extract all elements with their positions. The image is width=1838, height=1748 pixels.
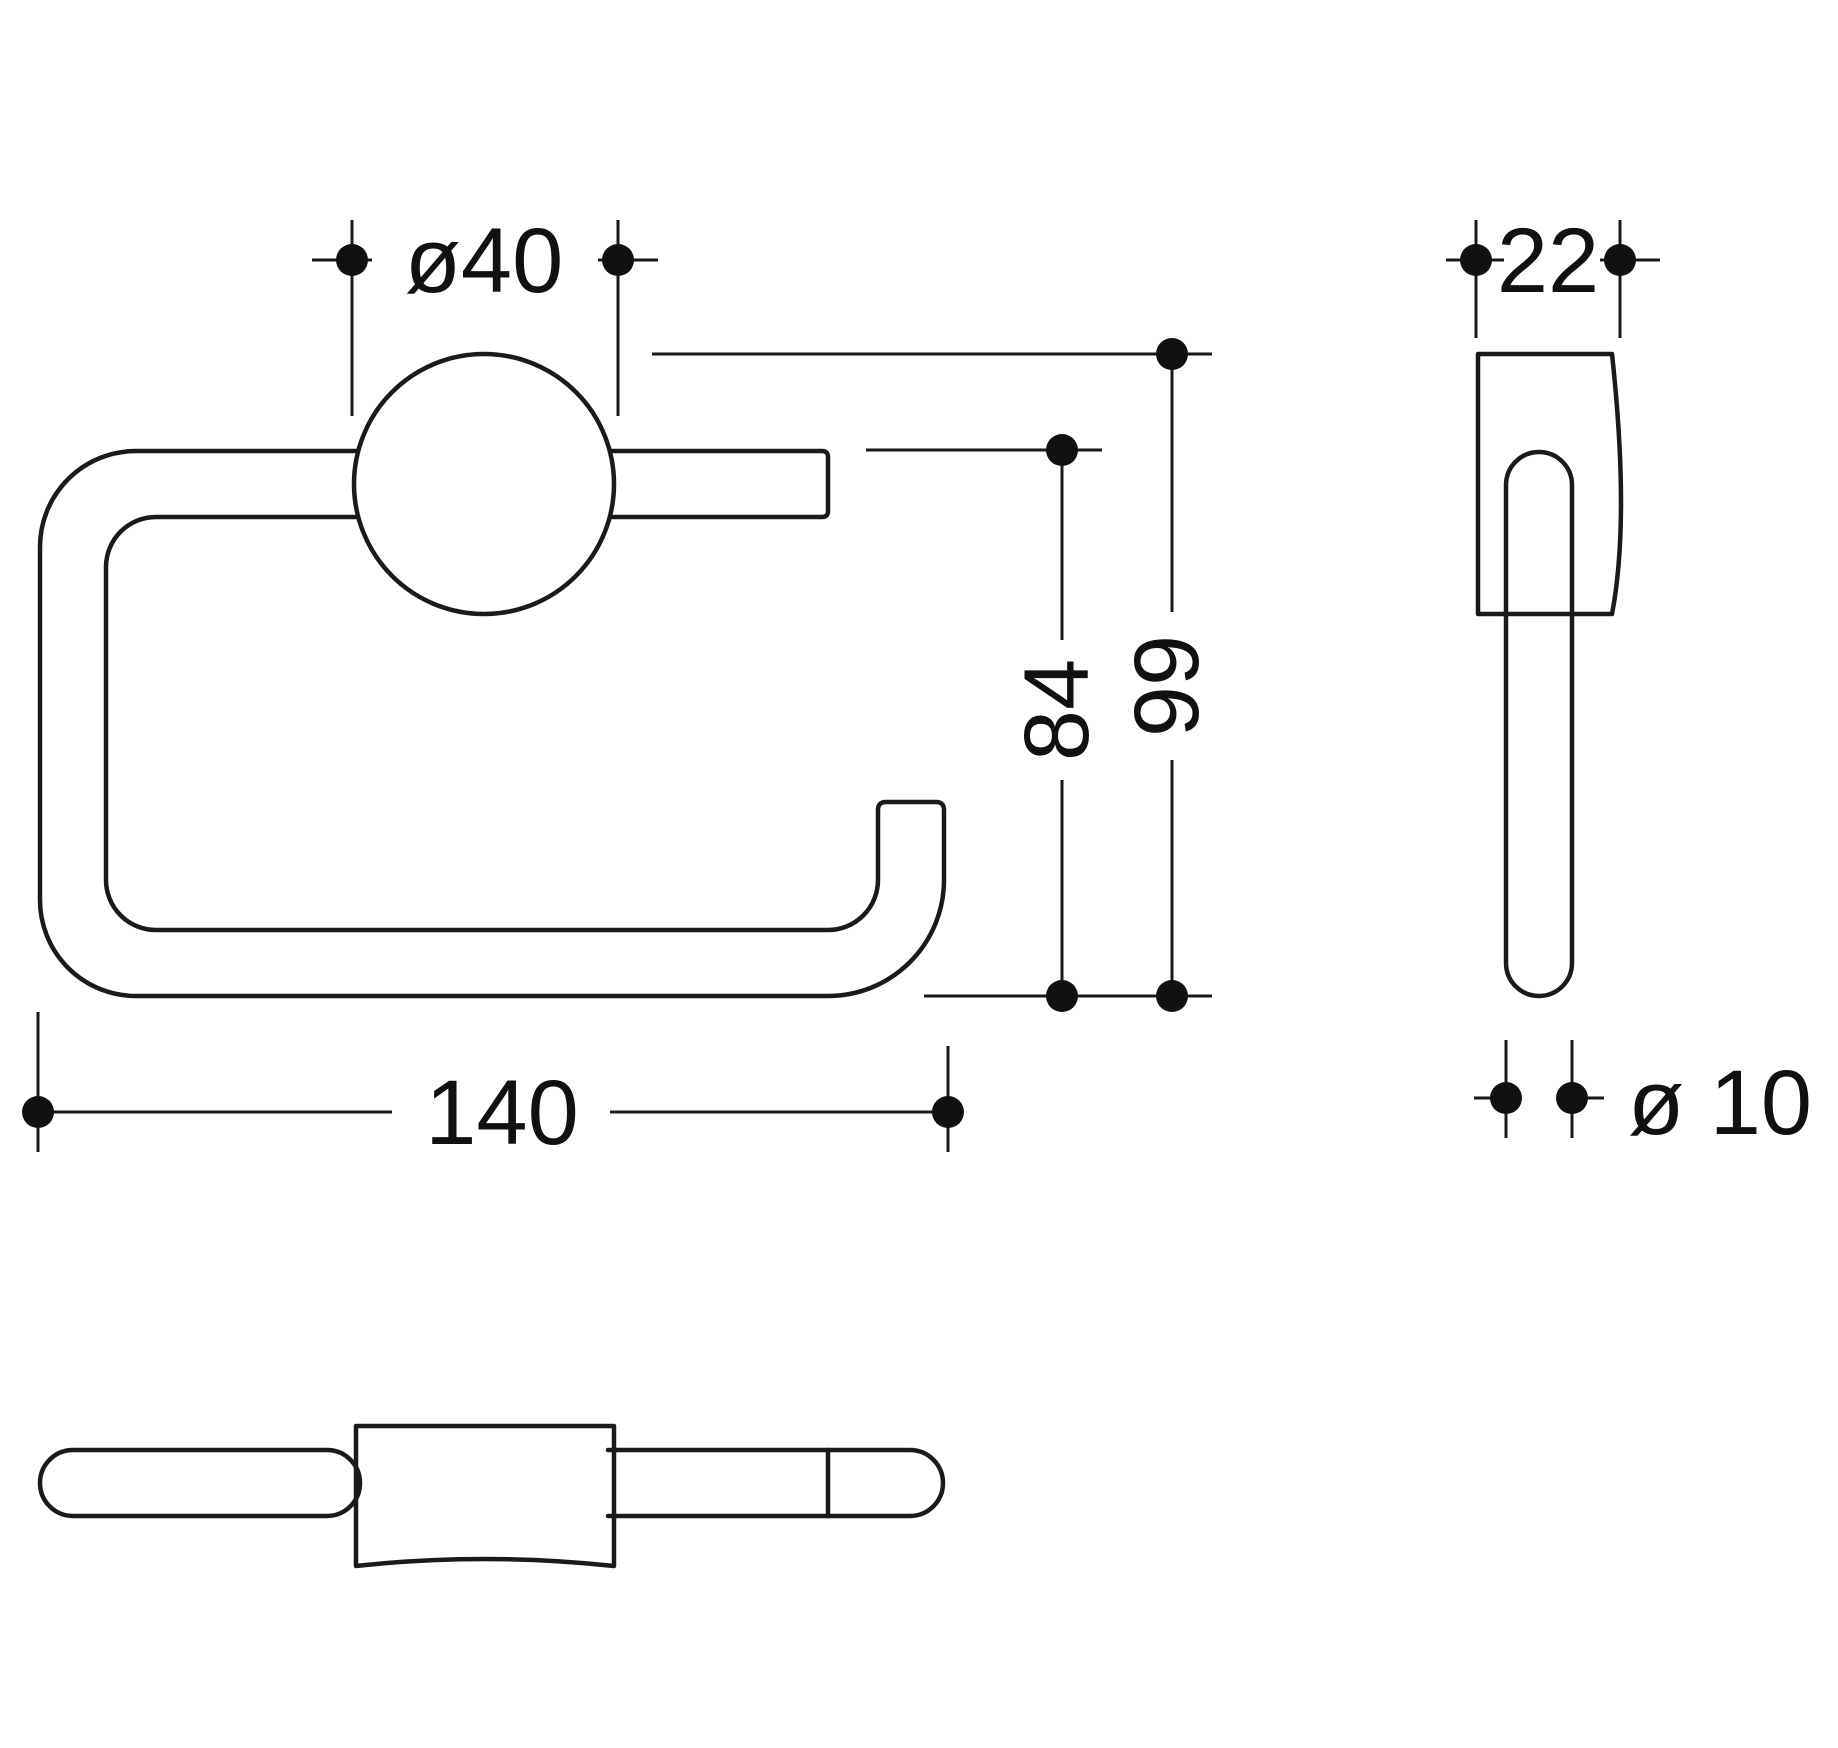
top-left-bar [37,1447,363,1519]
front-hub-disc [351,351,617,617]
top-right-bar [605,1447,946,1519]
dimension-label-overall-width: 140 [425,1062,579,1164]
side-tube [1503,449,1575,999]
dimension-overall-height: 99 [652,338,1218,1012]
dimension-label-depth: 22 [1497,210,1599,312]
top-hub-block [353,1423,617,1569]
dimension-hub-diameter: ø40 [312,210,658,416]
side-wall-plate [1475,351,1624,617]
dimension-tube-diameter: ø 10 [1474,1040,1812,1154]
front-arm-outline [609,448,831,520]
dimension-depth: 22 [1446,210,1660,338]
front-view [37,351,947,999]
front-tube-outline [37,448,947,999]
dimension-label-hub-diameter: ø40 [405,210,564,312]
dimension-label-overall-height: 99 [1116,635,1218,737]
side-view [1475,351,1624,999]
dimension-label-inner-height: 84 [1006,659,1108,761]
dimension-inner-height: 84 [866,434,1108,1012]
top-view [37,1423,946,1569]
dimension-overall-width: 140 [22,1012,964,1164]
dimension-label-tube-diameter: ø 10 [1628,1052,1812,1154]
